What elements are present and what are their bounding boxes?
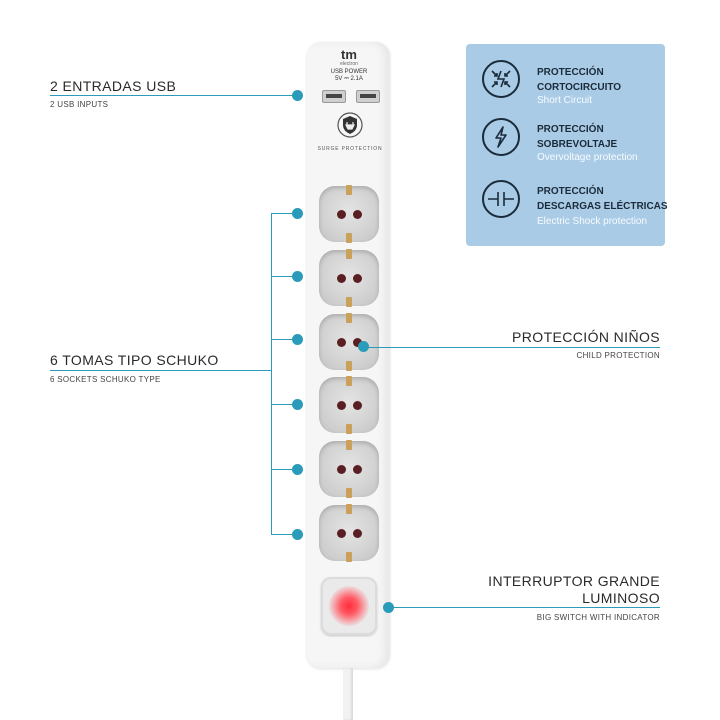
usb-callout-title: 2 ENTRADAS USB bbox=[50, 78, 177, 94]
sockets-bracket-2 bbox=[271, 276, 297, 277]
usb-callout-line bbox=[50, 95, 298, 96]
lightning-icon bbox=[482, 118, 520, 156]
usb-power-title: USB POWER bbox=[330, 69, 368, 75]
feature-2-title-line1: PROTECCIÓN bbox=[537, 124, 604, 135]
sockets-bracket-1 bbox=[271, 213, 297, 214]
schuko-socket-5 bbox=[319, 440, 379, 498]
sockets-callout-subtitle: 6 SOCKETS SCHUKO TYPE bbox=[50, 375, 161, 384]
usb-callout-subtitle: 2 USB INPUTS bbox=[50, 100, 109, 109]
feature-3-title: PROTECCIÓN DESCARGAS ELÉCTRICAS bbox=[537, 184, 668, 214]
power-cable bbox=[343, 668, 353, 720]
child-callout-title: PROTECCIÓN NIÑOS bbox=[512, 329, 660, 345]
schuko-socket-4 bbox=[319, 376, 379, 434]
feature-1-title-line1: PROTECCIÓN bbox=[537, 67, 604, 78]
usb-power-label: USB POWER 5V ⎓ 2.1A bbox=[322, 69, 376, 83]
sockets-bracket-5 bbox=[271, 469, 297, 470]
surge-protection-label: SURGE PROTECTION bbox=[317, 146, 383, 152]
usb-callout-dot bbox=[292, 90, 303, 101]
switch-callout-title: INTERRUPTOR GRANDE LUMINOSO bbox=[488, 573, 660, 607]
indicator-light bbox=[329, 586, 369, 626]
sockets-dot-5 bbox=[292, 464, 303, 475]
brand-logo-sub: electron bbox=[340, 61, 358, 67]
schuko-socket-1 bbox=[319, 185, 379, 243]
sockets-dot-3 bbox=[292, 334, 303, 345]
schuko-socket-2 bbox=[319, 249, 379, 307]
child-callout-subtitle: CHILD PROTECTION bbox=[576, 351, 660, 360]
switch-callout-dot bbox=[383, 602, 394, 613]
usb-port-1 bbox=[322, 90, 346, 103]
feature-1-title: PROTECCIÓN CORTOCIRCUITO bbox=[537, 65, 621, 95]
feature-2-subtitle: Overvoltage protection bbox=[537, 152, 638, 163]
electric-shock-icon bbox=[482, 180, 520, 218]
brand-logo-text: tm bbox=[341, 47, 357, 62]
feature-3-title-line1: PROTECCIÓN bbox=[537, 186, 604, 197]
shield-icon bbox=[337, 111, 363, 139]
feature-2-title-line2: SOBREVOLTAJE bbox=[537, 139, 618, 150]
switch-callout-subtitle: BIG SWITCH WITH INDICATOR bbox=[536, 613, 660, 622]
schuko-socket-6 bbox=[319, 504, 379, 562]
child-callout-line bbox=[364, 347, 660, 348]
switch-callout-title-line1: INTERRUPTOR GRANDE bbox=[488, 573, 660, 589]
feature-3-title-line2: DESCARGAS ELÉCTRICAS bbox=[537, 201, 668, 212]
feature-2-title: PROTECCIÓN SOBREVOLTAJE bbox=[537, 122, 617, 152]
sockets-dot-6 bbox=[292, 529, 303, 540]
switch-callout-line bbox=[389, 607, 660, 608]
sockets-bracket-vertical bbox=[271, 213, 272, 535]
brand-logo: tm electron bbox=[330, 47, 368, 67]
features-panel: PROTECCIÓN CORTOCIRCUITO Short Circuit P… bbox=[466, 44, 668, 246]
power-switch[interactable] bbox=[321, 577, 377, 635]
feature-1-subtitle: Short Circuit bbox=[537, 95, 593, 106]
sockets-dot-4 bbox=[292, 399, 303, 410]
feature-1-title-line2: CORTOCIRCUITO bbox=[537, 82, 622, 93]
sockets-callout-title: 6 TOMAS TIPO SCHUKO bbox=[50, 352, 219, 368]
child-callout-dot bbox=[358, 341, 369, 352]
sockets-callout-line bbox=[50, 370, 272, 371]
switch-callout-title-line2: LUMINOSO bbox=[582, 590, 660, 606]
usb-port-2 bbox=[356, 90, 380, 103]
short-circuit-icon bbox=[482, 60, 520, 98]
sockets-bracket-4 bbox=[271, 404, 297, 405]
sockets-dot-2 bbox=[292, 271, 303, 282]
sockets-dot-1 bbox=[292, 208, 303, 219]
usb-power-rating: 5V ⎓ 2.1A bbox=[335, 76, 363, 82]
sockets-bracket-6 bbox=[271, 534, 297, 535]
feature-3-subtitle: Electric Shock protection bbox=[537, 216, 648, 227]
schuko-socket-3 bbox=[319, 313, 379, 371]
sockets-bracket-3 bbox=[271, 339, 297, 340]
